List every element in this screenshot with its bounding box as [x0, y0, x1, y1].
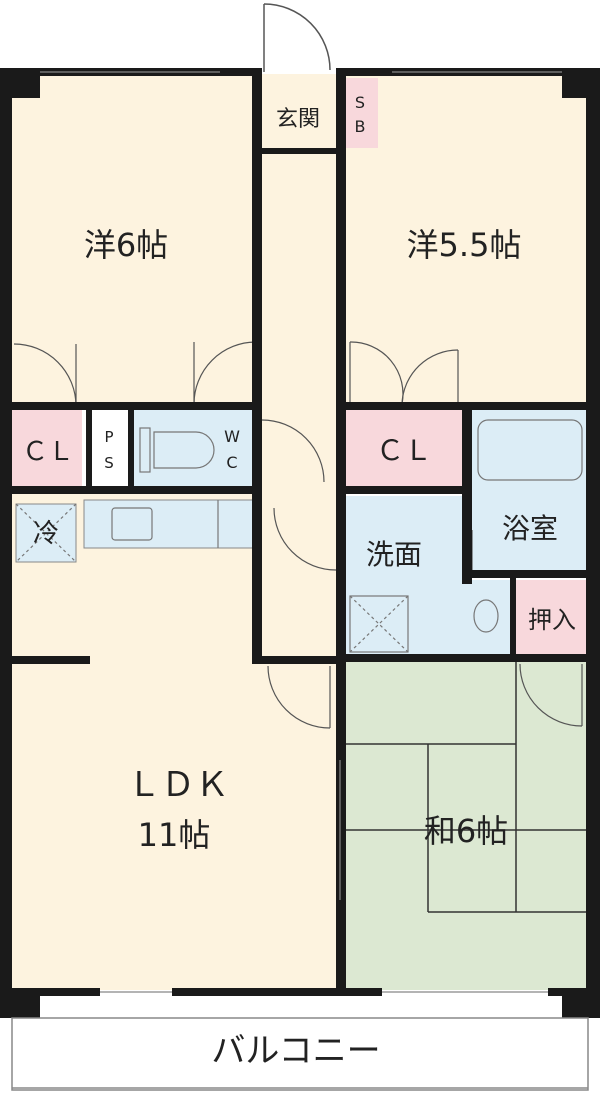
- room-label-washroom: 洗面: [366, 538, 422, 571]
- bathtub: [477, 419, 583, 481]
- kitchen-sink: [111, 507, 153, 541]
- room-label-storage: 押入: [528, 606, 576, 634]
- closet-left: [12, 410, 82, 486]
- room-label-western-right: 洋5.5帖: [407, 226, 522, 264]
- room-label-closet-left: ＣＬ: [22, 437, 74, 467]
- room-label-balcony: バルコニー: [211, 1031, 380, 1071]
- room-label-wc-w: W: [224, 427, 240, 446]
- washroom: [346, 496, 464, 654]
- tatami-grid: [346, 660, 588, 913]
- room-label-japanese: 和6帖: [424, 812, 508, 850]
- room-label-ldk-size: 11帖: [138, 816, 211, 854]
- closet-right: [346, 410, 462, 486]
- windows: [40, 71, 562, 993]
- room-label-western-left: 洋6帖: [84, 226, 168, 264]
- wc-room: [134, 410, 256, 486]
- entrance-area: [258, 74, 342, 154]
- kitchen-counter: [83, 499, 255, 549]
- toilet-tank: [139, 427, 151, 473]
- ldk-room: [10, 490, 338, 990]
- room-label-closet-right: ＣＬ: [376, 434, 432, 467]
- room-label-wc-c: C: [226, 453, 237, 472]
- basin-area: [464, 580, 510, 654]
- room-label-ps-p: P: [104, 428, 113, 446]
- toilet-bowl: [153, 431, 215, 469]
- room-label-entrance: 玄関: [276, 107, 320, 132]
- room-label-fridge: 冷: [33, 519, 59, 549]
- washer-pan: [349, 595, 409, 653]
- fixtures: [15, 419, 583, 653]
- door-swings: [13, 341, 583, 729]
- western-room-left: [10, 74, 258, 406]
- room-label-bathroom: 浴室: [502, 512, 558, 545]
- pipe-space: [92, 410, 126, 486]
- balcony: [11, 1017, 589, 1091]
- room-label-ldk: ＬＤＫ: [127, 765, 229, 805]
- wash-basin: [473, 599, 499, 633]
- western-room-right: [342, 74, 588, 406]
- entrance-door: [263, 3, 331, 72]
- storage: [516, 580, 588, 654]
- room-fills: [10, 74, 588, 990]
- bathroom: [470, 410, 588, 570]
- room-label-shoe-box-b: B: [355, 117, 366, 136]
- shoe-box: [342, 78, 378, 148]
- room-label-shoe-box-s: S: [355, 93, 365, 112]
- walls: [0, 68, 600, 1018]
- room-label-ps-s: S: [104, 454, 114, 472]
